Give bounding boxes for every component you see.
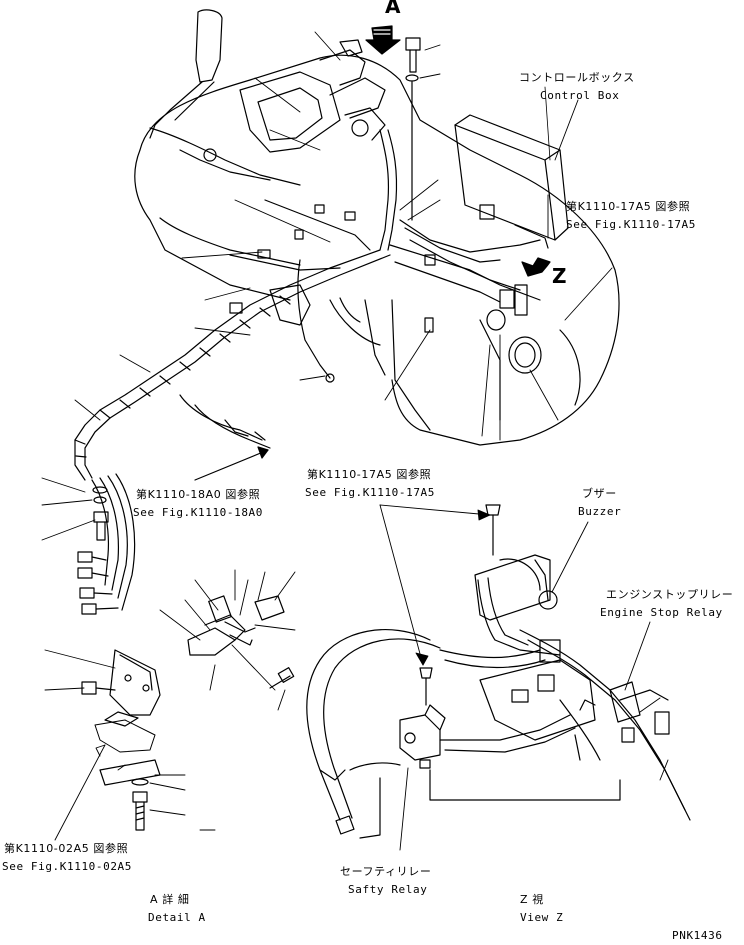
view-z-drawing	[306, 504, 691, 839]
small-connectors	[229, 204, 528, 333]
view-z-leaders	[379, 504, 669, 851]
main-harness	[74, 129, 541, 481]
harness-ends	[77, 473, 136, 615]
buzzer-en-label: Buzzer	[578, 505, 622, 518]
ref-18a0-jp: 第K1110-18A0 図参照	[136, 488, 261, 501]
ref-17a5-lower-en: See Fig.K1110-17A5	[305, 486, 436, 499]
ref-02a5-jp: 第K1110-02A5 図参照	[4, 842, 129, 855]
view-marker-a: A	[385, 0, 402, 18]
ref-18a0-en: See Fig.K1110-18A0	[133, 506, 264, 519]
view-z-en-title: View Z	[520, 911, 564, 924]
control-box-jp-label: コントロールボックス	[519, 71, 635, 84]
detail-a-jp-title: A 詳 細	[150, 893, 190, 906]
ring-seal	[486, 309, 542, 374]
drawing-number: PNK1436	[672, 929, 723, 942]
leader-lines	[41, 31, 613, 541]
safety-relay-en-label: Safty Relay	[348, 883, 428, 896]
view-arrow-z	[521, 257, 551, 277]
control-box-en-label: Control Box	[540, 89, 620, 102]
bolt-upper	[405, 37, 421, 221]
ref-17a5-lower-jp: 第K1110-17A5 図参照	[307, 468, 432, 481]
operator-console	[149, 9, 386, 181]
safety-relay-jp-label: セーフティリレー	[340, 865, 432, 878]
ref-17a5-upper-jp: 第K1110-17A5 図参照	[566, 200, 691, 213]
view-marker-z: Z	[552, 264, 568, 288]
engine-stop-relay-jp-label: エンジンストップリレー	[606, 588, 734, 601]
detail-a-leaders	[44, 569, 296, 841]
engine-body	[134, 54, 620, 446]
view-arrow-a	[365, 25, 401, 55]
control-box	[454, 114, 569, 249]
engine-stop-relay-en-label: Engine Stop Relay	[600, 606, 723, 619]
view-z-jp-title: Z 視	[520, 893, 544, 906]
arrow-18a0	[194, 446, 269, 481]
buzzer-jp-label: ブザー	[582, 487, 617, 500]
ref-17a5-upper-en: See Fig.K1110-17A5	[566, 218, 697, 231]
detail-a-en-title: Detail A	[148, 911, 206, 924]
detail-a-drawing	[81, 595, 295, 831]
ref-02a5-en: See Fig.K1110-02A5	[2, 860, 133, 873]
